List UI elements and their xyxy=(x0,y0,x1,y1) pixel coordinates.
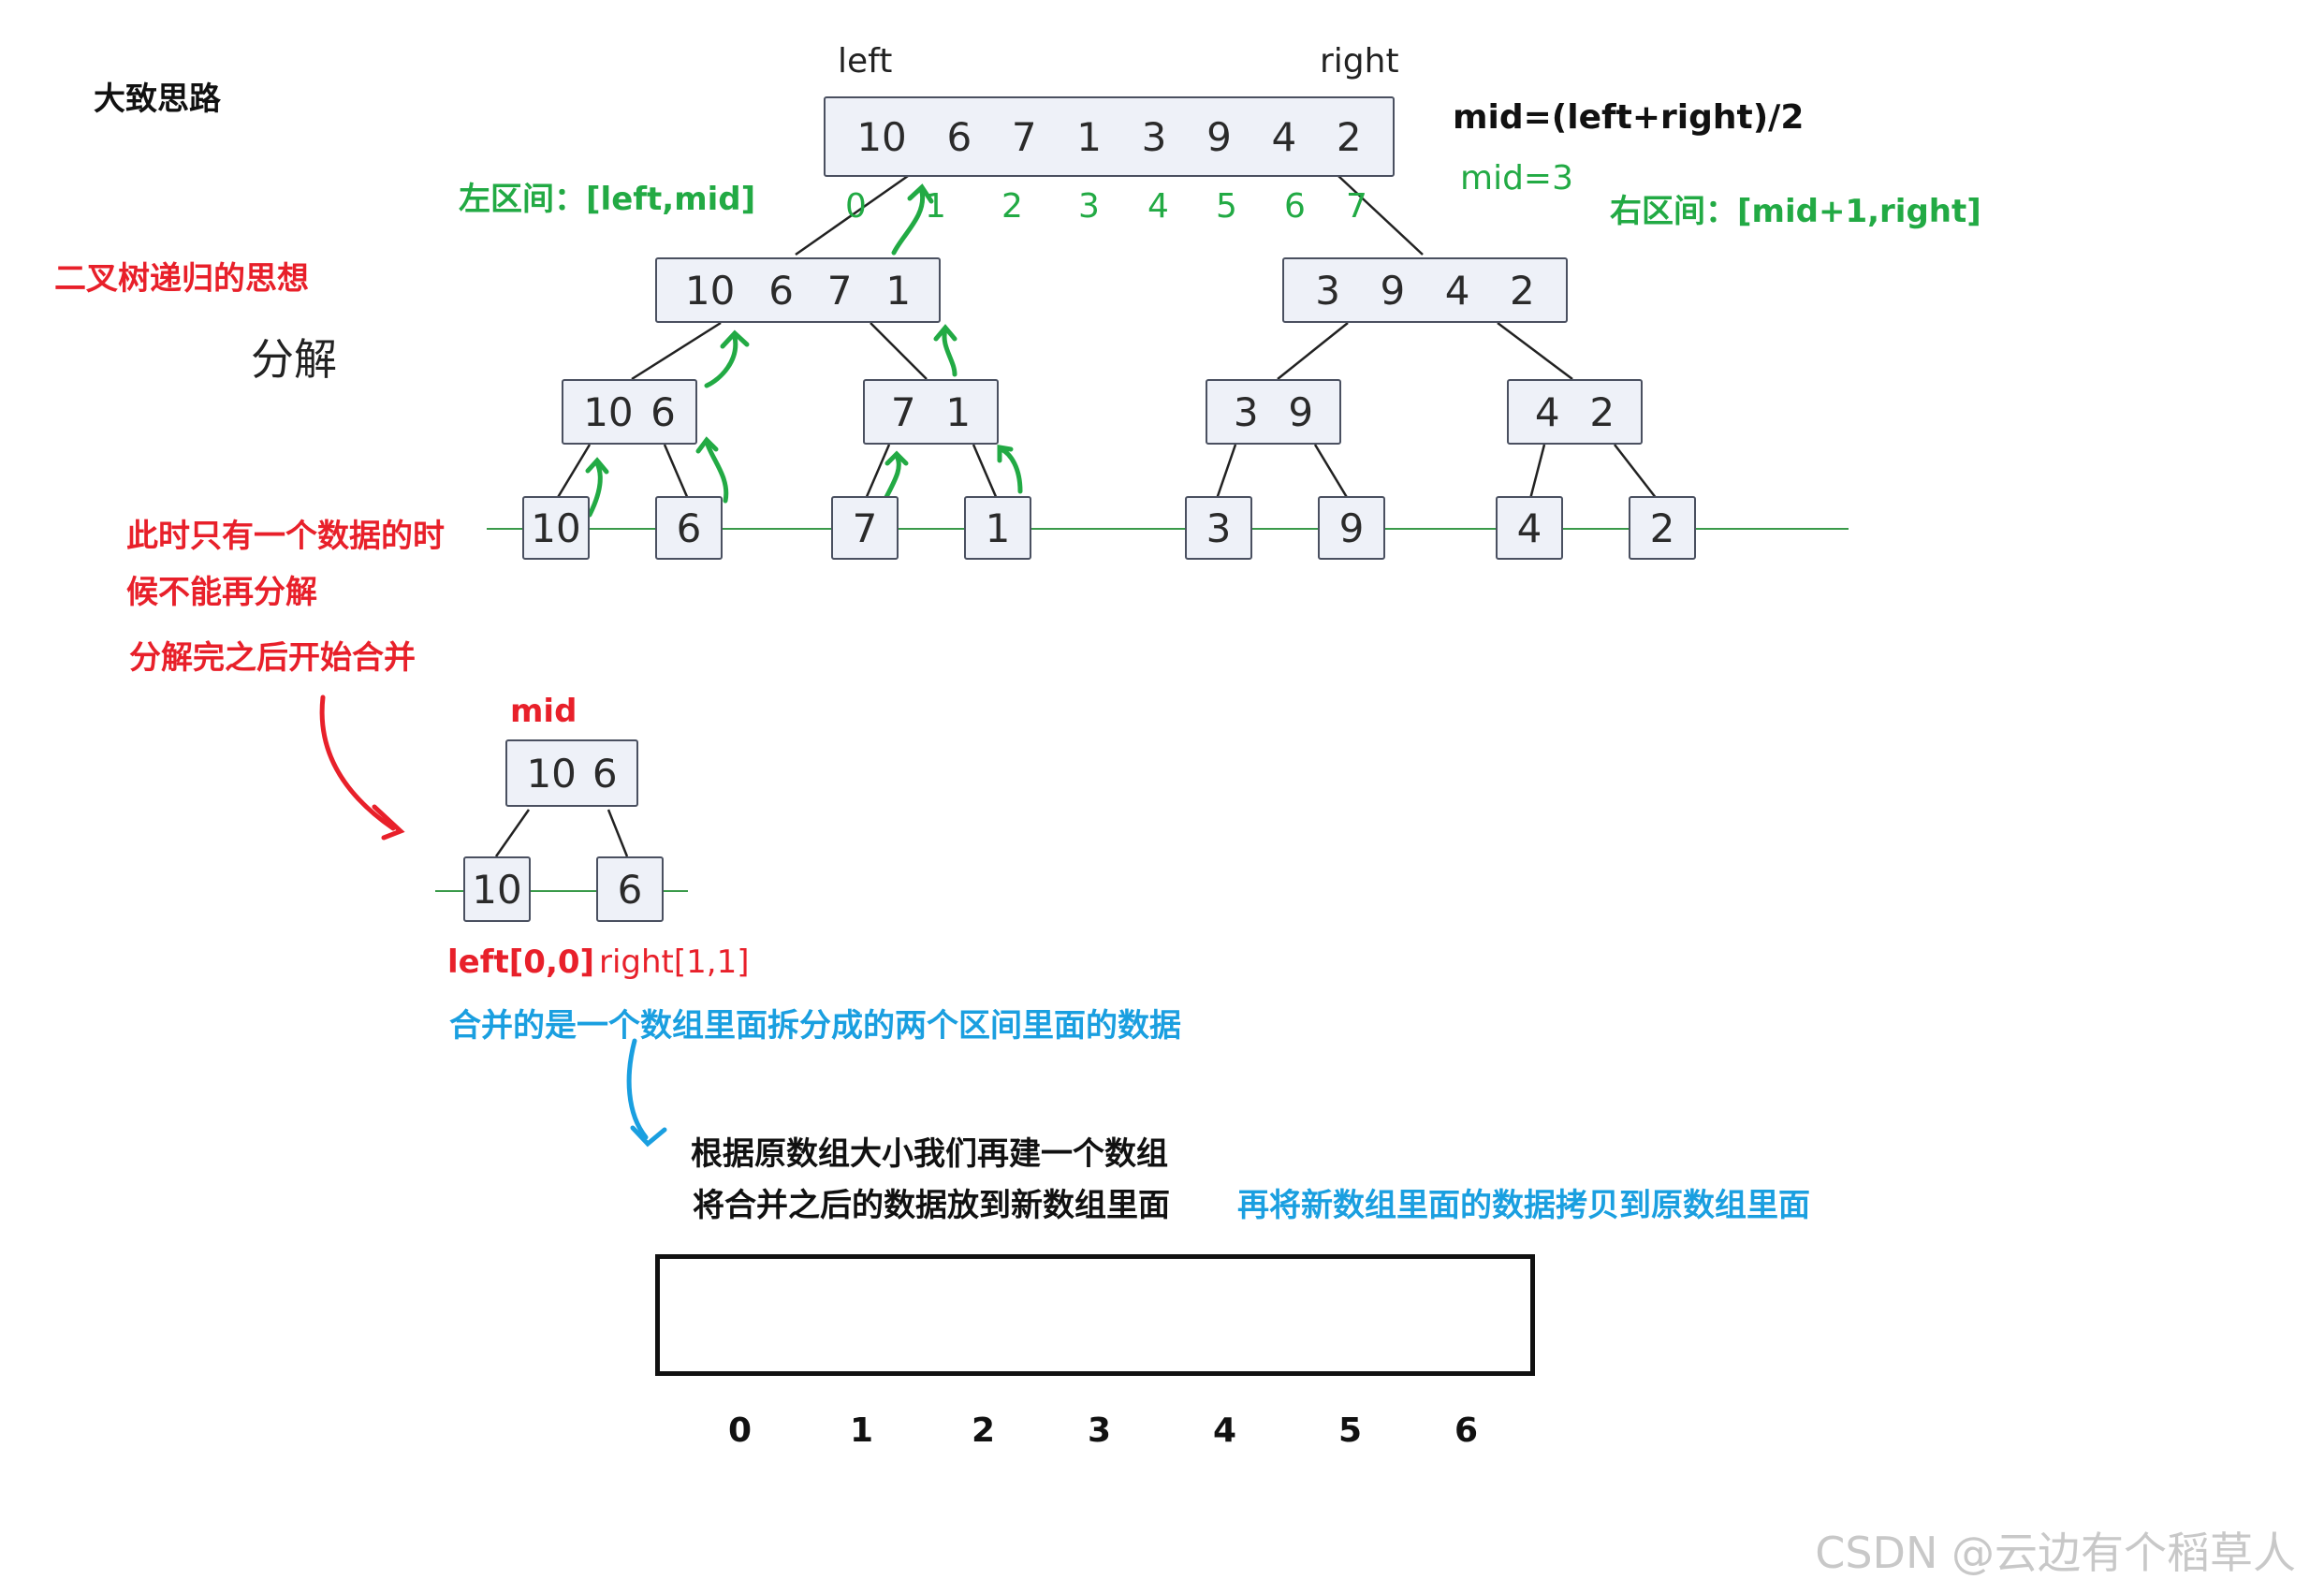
node-value: 7 xyxy=(890,388,916,435)
level1-left-box: 10 6 7 1 xyxy=(655,257,941,323)
right-pointer-label: right xyxy=(1320,42,1399,80)
single-data-note-1: 此时只有一个数据的时 xyxy=(126,518,445,555)
node-value: 10 xyxy=(526,750,577,797)
leaf-value: 6 xyxy=(617,866,643,913)
root-value: 1 xyxy=(1076,113,1102,160)
level1-right-box: 3 9 4 2 xyxy=(1282,257,1568,323)
root-value: 6 xyxy=(946,113,972,160)
leaf-value: 4 xyxy=(1516,505,1542,551)
array-index: 4 xyxy=(1147,187,1169,226)
leaf-box: 2 xyxy=(1629,496,1696,560)
node-value: 9 xyxy=(1380,267,1406,314)
root-value: 9 xyxy=(1206,113,1232,160)
new-array-note-2: 将合并之后的数据放到新数组里面 xyxy=(693,1187,1170,1224)
leaf-value: 10 xyxy=(531,505,581,551)
example-mid-label: mid xyxy=(510,693,577,730)
recursion-note: 二叉树递归的思想 xyxy=(54,260,309,298)
leaf-value: 6 xyxy=(676,505,702,551)
node-value: 9 xyxy=(1288,388,1314,435)
new-array-index: 5 xyxy=(1338,1411,1363,1450)
level2-box: 3 9 xyxy=(1206,379,1341,445)
array-index: 7 xyxy=(1346,187,1367,226)
single-data-note-2: 候不能再分解 xyxy=(126,574,317,611)
watermark: CSDN @云边有个稻草人 xyxy=(1815,1528,2296,1578)
array-index: 0 xyxy=(845,187,867,226)
root-value: 2 xyxy=(1336,113,1362,160)
leaf-value: 1 xyxy=(985,505,1011,551)
node-value: 6 xyxy=(592,750,618,797)
node-value: 4 xyxy=(1444,267,1470,314)
node-value: 4 xyxy=(1534,388,1560,435)
copy-back-note: 再将新数组里面的数据拷贝到原数组里面 xyxy=(1237,1187,1810,1224)
node-value: 2 xyxy=(1510,267,1535,314)
example-parent-box: 10 6 xyxy=(505,739,638,807)
node-value: 2 xyxy=(1589,388,1615,435)
leaf-value: 7 xyxy=(852,505,878,551)
page-title: 大致思路 xyxy=(94,80,221,118)
array-index: 2 xyxy=(1001,187,1023,226)
leaf-value: 2 xyxy=(1649,505,1675,551)
leaf-box: 9 xyxy=(1318,496,1385,560)
example-right-range: right[1,1] xyxy=(599,943,750,981)
decompose-note: 分解 xyxy=(251,334,337,385)
new-array-index: 1 xyxy=(850,1411,874,1450)
example-left-range: left[0,0] xyxy=(447,943,595,981)
example-leaf-box: 10 xyxy=(463,856,531,922)
node-value: 3 xyxy=(1315,267,1340,314)
node-value: 1 xyxy=(885,267,912,314)
level2-box: 7 1 xyxy=(863,379,999,445)
node-value: 1 xyxy=(945,388,972,435)
new-array-index: 4 xyxy=(1213,1411,1237,1450)
node-value: 3 xyxy=(1233,388,1259,435)
root-value: 3 xyxy=(1141,113,1167,160)
mid-formula: mid=(left+right)/2 xyxy=(1453,98,1805,137)
array-index: 5 xyxy=(1216,187,1237,226)
merge-start-note: 分解完之后开始合并 xyxy=(129,639,416,677)
node-value: 7 xyxy=(826,267,853,314)
left-pointer-label: left xyxy=(838,42,893,80)
root-value: 7 xyxy=(1011,113,1037,160)
left-interval-label: 左区间：[left,mid] xyxy=(459,181,756,218)
level2-box: 4 2 xyxy=(1507,379,1643,445)
leaf-box: 3 xyxy=(1185,496,1252,560)
array-index: 6 xyxy=(1284,187,1306,226)
right-interval-label: 右区间：[mid+1,right] xyxy=(1610,193,1981,230)
node-value: 10 xyxy=(583,388,634,435)
root-array-box: 10 6 7 1 3 9 4 2 xyxy=(824,96,1395,177)
new-array-box xyxy=(655,1254,1535,1376)
root-value: 10 xyxy=(856,113,907,160)
root-value: 4 xyxy=(1271,113,1297,160)
leaf-value: 10 xyxy=(472,866,522,913)
new-array-note-1: 根据原数组大小我们再建一个数组 xyxy=(691,1135,1168,1173)
array-index: 1 xyxy=(925,187,946,226)
example-leaf-box: 6 xyxy=(596,856,664,922)
array-index: 3 xyxy=(1078,187,1100,226)
level2-box: 10 6 xyxy=(562,379,697,445)
new-array-index: 3 xyxy=(1088,1411,1112,1450)
node-value: 10 xyxy=(684,267,736,314)
mid-value: mid=3 xyxy=(1460,159,1573,197)
leaf-box: 10 xyxy=(522,496,590,560)
leaf-value: 3 xyxy=(1206,505,1232,551)
leaf-box: 7 xyxy=(831,496,899,560)
new-array-index: 0 xyxy=(728,1411,753,1450)
new-array-index: 6 xyxy=(1454,1411,1479,1450)
leaf-box: 4 xyxy=(1496,496,1563,560)
merge-what-note: 合并的是一个数组里面拆分成的两个区间里面的数据 xyxy=(449,1007,1181,1045)
leaf-value: 9 xyxy=(1338,505,1365,551)
leaf-box: 1 xyxy=(964,496,1031,560)
leaf-box: 6 xyxy=(655,496,723,560)
node-value: 6 xyxy=(650,388,676,435)
new-array-index: 2 xyxy=(972,1411,996,1450)
node-value: 6 xyxy=(768,267,794,314)
